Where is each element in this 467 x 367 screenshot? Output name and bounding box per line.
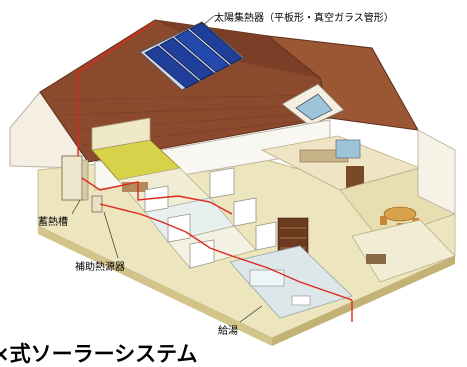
solar-panel-1 — [144, 45, 200, 89]
hot-water-pipes — [77, 21, 353, 322]
storage-tank-unit — [61, 155, 83, 201]
foundation-edge-right — [272, 256, 455, 346]
front-right-room-floor — [351, 219, 456, 283]
dining-table — [383, 206, 417, 222]
collector-leader — [201, 15, 215, 27]
right-exterior-wall — [417, 129, 456, 215]
desk — [366, 254, 386, 264]
auxiliary-heater-label: 補助熱源器 — [75, 262, 125, 273]
storage-tank-leader — [71, 199, 81, 215]
tatami-room-wall — [91, 117, 151, 151]
dining-chair-1 — [380, 216, 387, 225]
window-panel — [335, 139, 361, 159]
supply-leader — [239, 305, 263, 323]
kitchen-counter — [122, 182, 148, 192]
solar-panel-2 — [159, 37, 215, 81]
washbasin — [291, 295, 311, 306]
solar-collector-label: 太陽集熱器（平板形・真空ガラス管形） — [214, 13, 394, 24]
bathtub — [249, 269, 285, 287]
front-bath-floor — [229, 245, 353, 319]
solar-panel-3 — [174, 29, 230, 73]
solar-panel-4 — [189, 22, 243, 65]
dormer-window — [295, 93, 333, 121]
right-roof — [266, 35, 419, 131]
foundation-edge — [38, 226, 272, 346]
auxiliary-heater-leader — [103, 211, 119, 259]
tv-cabinet — [346, 166, 364, 188]
page-title: ×式ソーラーシステム — [0, 342, 198, 366]
hot-water-supply-label: 給湯 — [218, 326, 238, 337]
storage-tank-label: 蓄熱槽 — [38, 217, 68, 228]
